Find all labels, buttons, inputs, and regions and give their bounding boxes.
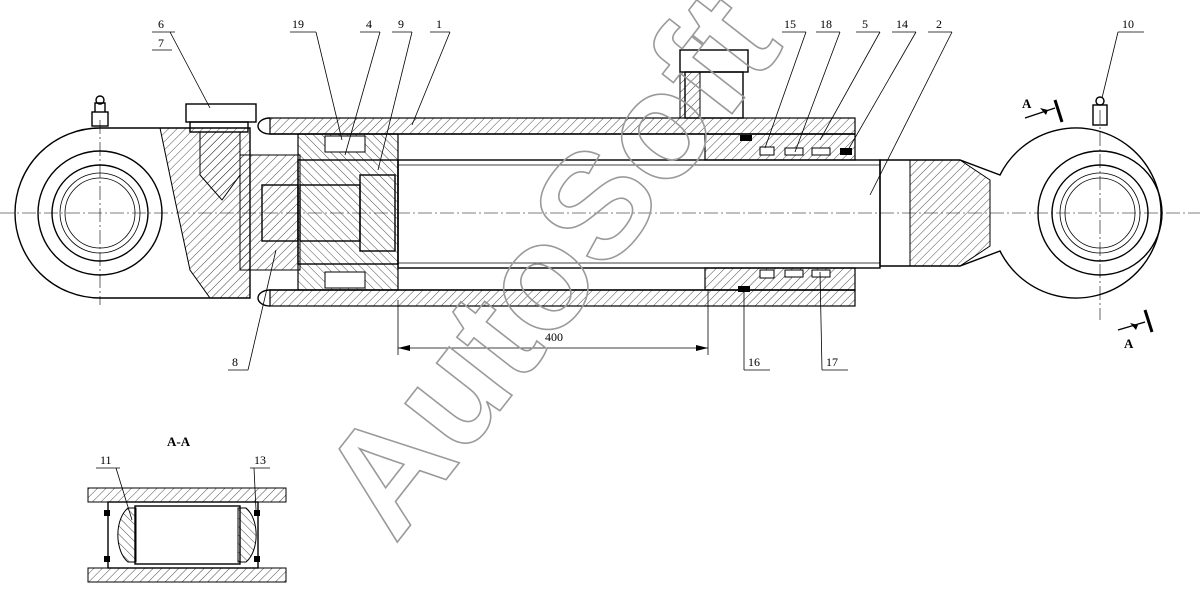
callout-8: 8 [232,355,238,369]
callout-19: 19 [292,17,304,31]
section-title: A-A [167,434,191,449]
callout-5: 5 [862,17,868,31]
right-rod-eye [879,110,1163,320]
dimension-400-label: 400 [545,330,563,344]
section-arrow-top [1024,99,1064,123]
callout-17: 17 [826,355,838,369]
callout-11: 11 [100,453,112,467]
section-arrow-bottom [1117,309,1154,333]
callout-14: 14 [896,17,908,31]
section-mark-top: A [1022,96,1032,111]
callout-13: 13 [254,453,266,467]
callout-10: 10 [1122,17,1134,31]
oil-port-fitting [679,49,749,119]
cylinder-tube-1 [257,117,856,307]
gland-5 [704,133,856,292]
callout-15: 15 [784,17,796,31]
callout-4: 4 [366,17,372,31]
callout-16: 16 [748,355,760,369]
callout-7: 7 [158,36,164,50]
piston-assembly [239,133,399,291]
callout-18: 18 [820,17,832,31]
callout-2: 2 [936,17,942,31]
callout-6: 6 [158,17,164,31]
leader-lines [96,31,1144,521]
grease-nipple-right-10 [1092,96,1108,126]
bleed-plug-6 [185,103,257,201]
section-mark-bottom: A [1124,336,1134,351]
stroke-dimension [397,290,709,355]
grease-nipple-left [91,95,109,127]
callout-9: 9 [398,17,404,31]
callout-1: 1 [436,17,442,31]
section-aa-detail [87,487,287,583]
